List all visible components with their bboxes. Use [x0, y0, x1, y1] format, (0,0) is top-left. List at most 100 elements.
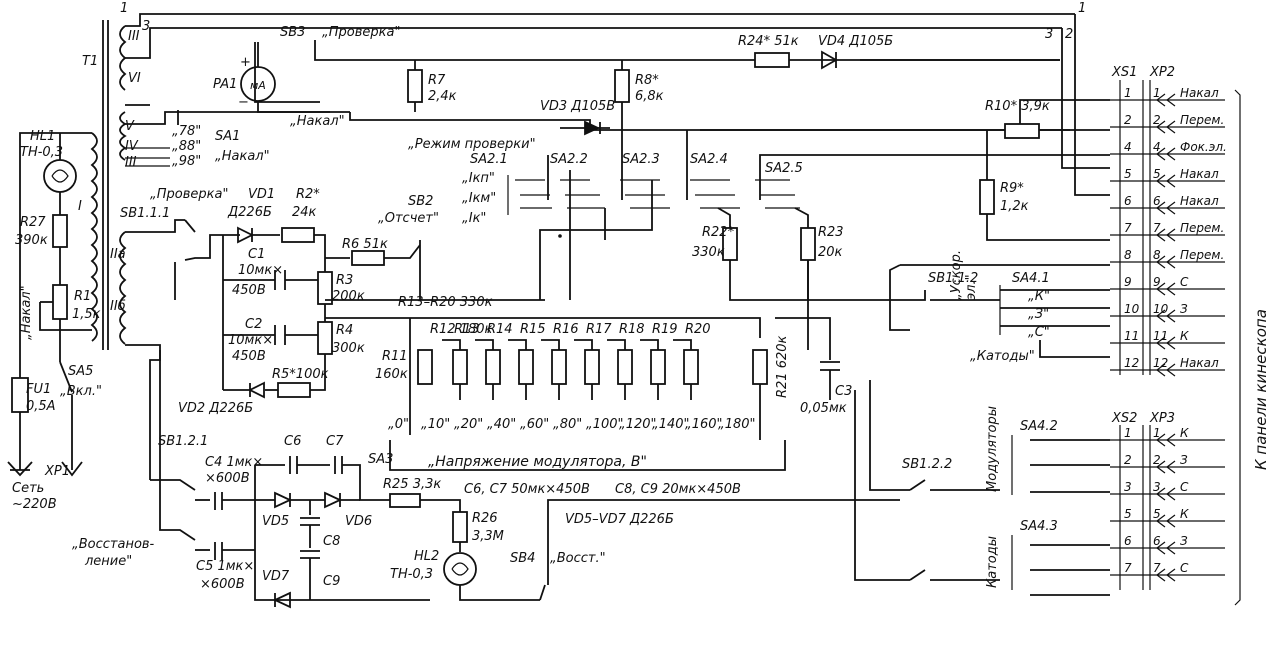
sa3-step-6: „100" — [586, 417, 624, 432]
svg-text:4: 4 — [1153, 140, 1161, 154]
ladder-r13: R13 — [442, 322, 480, 400]
tap-3: 3 — [142, 19, 150, 34]
winding-iii-b: III — [125, 155, 137, 170]
sa3-step-7: „120" — [619, 417, 657, 432]
nakal-vertical: „Накал" — [19, 285, 34, 340]
xs1-label: XS1 — [1111, 65, 1137, 80]
sa3-step-4: „60" — [520, 417, 549, 432]
sa2-5: SA2.5 — [765, 161, 803, 176]
r2-val: 24к — [292, 205, 317, 220]
vd1-type: Д226Б — [227, 205, 272, 220]
c2-v1: 10мк× — [228, 333, 273, 348]
r7-resistor — [407, 69, 423, 103]
c3-val: 0,05мк — [800, 401, 847, 416]
svg-text:7: 7 — [1124, 561, 1132, 575]
sb4-label: SB4 — [510, 551, 535, 566]
svg-text:8: 8 — [1124, 248, 1132, 262]
r4-val: 300к — [332, 341, 365, 356]
tap-1b: 1 — [1078, 1, 1086, 16]
r23-label: R23 — [818, 225, 844, 240]
sa2-opt-ikp: „Iкп" — [462, 171, 495, 186]
svg-text:Накал: Накал — [1180, 356, 1219, 370]
voltage-multiplier — [150, 456, 900, 609]
tap-3b: 3 — [1045, 27, 1053, 42]
ladder-label-r14: R14 — [487, 322, 513, 337]
svg-text:З: З — [1180, 453, 1188, 467]
sb1-1-1-label: SB1.1.1 — [120, 206, 170, 221]
svg-text:5: 5 — [1124, 167, 1132, 181]
sa3-step-3: „40" — [487, 417, 516, 432]
r9-resistor — [979, 179, 995, 215]
sa3-step-2: „20" — [454, 417, 483, 432]
sa3-step-10: „180" — [718, 417, 756, 432]
c7-label: C7 — [326, 434, 344, 449]
sa4-2-mod: Модуляторы — [985, 406, 1000, 492]
ladder-label-r15: R15 — [520, 322, 546, 337]
xp3-label: XP3 — [1149, 411, 1175, 426]
svg-text:6: 6 — [1153, 194, 1161, 208]
sa1-opt-78: „78" — [172, 124, 201, 139]
r1-resistor — [52, 284, 68, 320]
r1-val: 1,5к — [72, 307, 101, 322]
ladder-label-r19: R19 — [652, 322, 678, 337]
tap-1: 1 — [120, 1, 128, 16]
sa5-on: „Вкл." — [60, 384, 102, 399]
svg-text:6: 6 — [1124, 534, 1132, 548]
vd2-label: VD2 Д226Б — [178, 401, 253, 416]
r22-label: R22* — [702, 225, 735, 240]
svg-text:З: З — [1180, 302, 1188, 316]
winding-iii: III — [128, 29, 140, 44]
vd7-label: VD7 — [262, 569, 290, 584]
svg-text:С: С — [1180, 561, 1189, 575]
svg-text:Накал: Накал — [1180, 194, 1219, 208]
c9-label: C9 — [323, 574, 340, 589]
svg-text:Фок.эл.: Фок.эл. — [1180, 140, 1227, 154]
c2-label: C2 — [245, 317, 262, 332]
sb1-1-2-l1: „Ускор. — [949, 250, 964, 300]
sa2-4: SA2.4 — [690, 152, 728, 167]
svg-text:3: 3 — [1124, 480, 1132, 494]
sa4-1-cathodes: „Катоды" — [970, 349, 1035, 364]
sa4-2-label: SA4.2 — [1020, 419, 1058, 434]
svg-text:3: 3 — [1153, 480, 1161, 494]
xp2-label: XP2 — [1149, 65, 1175, 80]
svg-text:10: 10 — [1153, 302, 1169, 316]
r6-resistor — [351, 250, 385, 266]
note-vd5-vd7: VD5–VD7 Д226Б — [565, 512, 674, 527]
svg-text:2: 2 — [1153, 453, 1161, 467]
hl2-label: HL2 — [414, 549, 439, 564]
svg-text:Перем.: Перем. — [1180, 113, 1224, 127]
winding-iib: IIб — [110, 299, 126, 314]
sa3-step-9: „160" — [685, 417, 723, 432]
pa1-minus: − — [238, 95, 249, 110]
pa1-plus: + — [240, 55, 251, 70]
r11-label: R11 — [382, 349, 408, 364]
ladder-r15: R15 — [508, 322, 546, 400]
sb1-1-2-label: SB1.1.2 — [928, 271, 978, 286]
c1-v1: 10мк× — [238, 263, 283, 278]
hl2-type: ТН-0,3 — [390, 567, 433, 582]
sb2-count: „Отсчет" — [378, 211, 439, 226]
svg-text:К: К — [1180, 329, 1189, 343]
c8-label: C8 — [323, 534, 340, 549]
note-c6-c7: C6, C7 50мк×450В — [464, 482, 590, 497]
c5-val: ×600В — [200, 577, 245, 592]
t1-label: T1 — [82, 54, 98, 69]
vd4-label: VD4 Д105Б — [818, 34, 893, 49]
r1-label: R1 — [74, 289, 91, 304]
r9-label: R9* — [1000, 181, 1024, 196]
xs2-rows-pin-3: 3 3 С — [1110, 480, 1225, 501]
svg-text:С: С — [1180, 480, 1189, 494]
ladder-r20: R20 — [673, 322, 711, 400]
sa4-1-z: „З" — [1028, 307, 1049, 322]
ladder-label-r16: R16 — [553, 322, 579, 337]
r8-resistor — [614, 69, 630, 103]
r7-val: 2,4к — [428, 89, 457, 104]
r6-label: R6 51к — [342, 237, 388, 252]
winding-v: V — [125, 119, 135, 134]
